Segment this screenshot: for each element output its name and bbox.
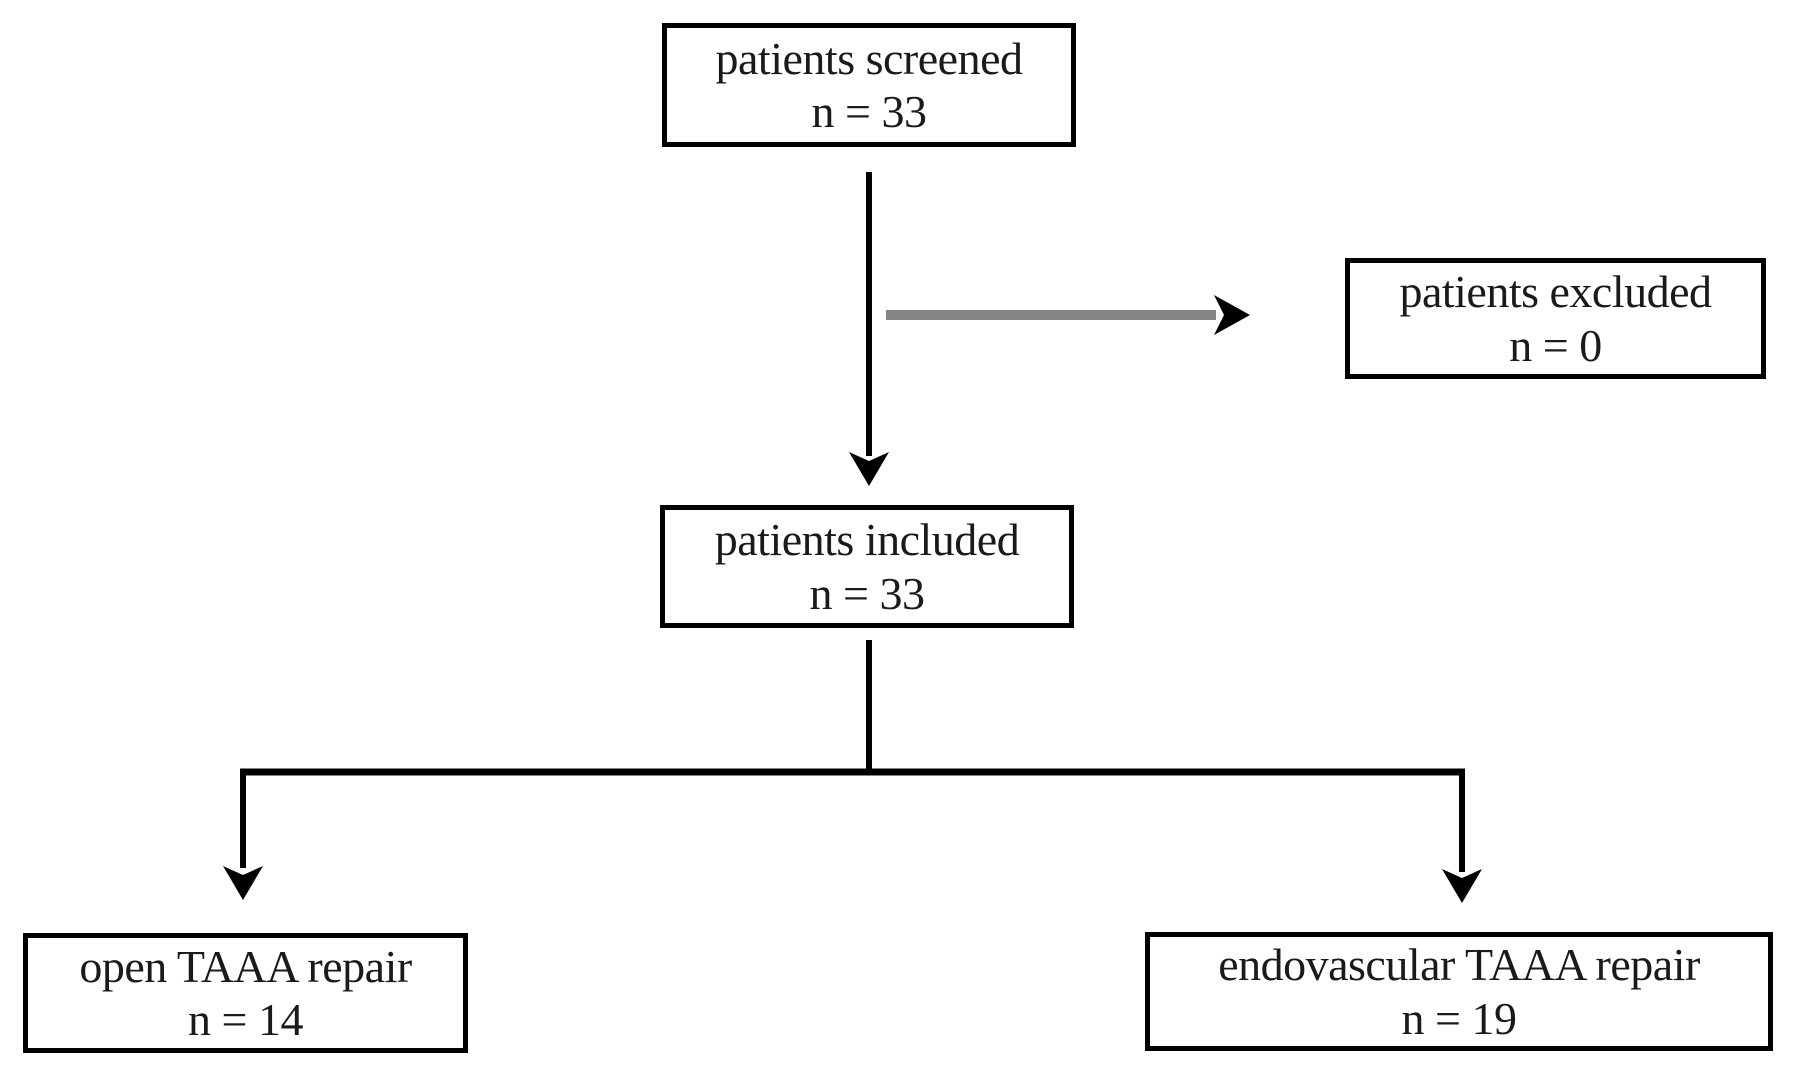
endovascular-taaa-repair-count: n = 19 — [1401, 992, 1517, 1044]
open-taaa-repair-label: open TAAA repair — [79, 940, 412, 992]
patients-screened-label: patients screened — [715, 32, 1023, 84]
patients-included-count: n = 33 — [809, 567, 925, 619]
endovascular-taaa-repair-label: endovascular TAAA repair — [1218, 939, 1700, 991]
patients-screened-count: n = 33 — [811, 86, 927, 137]
patients-screened-box: patients screened n = 33 — [662, 23, 1076, 147]
arrow-down-icon — [223, 866, 263, 900]
arrow-right-icon — [1214, 295, 1250, 335]
open-taaa-repair-count: n = 14 — [188, 994, 303, 1045]
endovascular-taaa-repair-box: endovascular TAAA repair n = 19 — [1145, 932, 1773, 1051]
patients-excluded-label: patients excluded — [1399, 266, 1712, 318]
patients-excluded-box: patients excluded n = 0 — [1345, 258, 1766, 379]
patients-included-label: patients included — [714, 514, 1020, 566]
arrow-down-icon — [1442, 869, 1482, 903]
arrow-down-icon — [849, 452, 889, 486]
open-taaa-repair-box: open TAAA repair n = 14 — [23, 933, 468, 1053]
patients-excluded-count: n = 0 — [1509, 319, 1602, 371]
patients-included-box: patients included n = 33 — [660, 505, 1074, 628]
